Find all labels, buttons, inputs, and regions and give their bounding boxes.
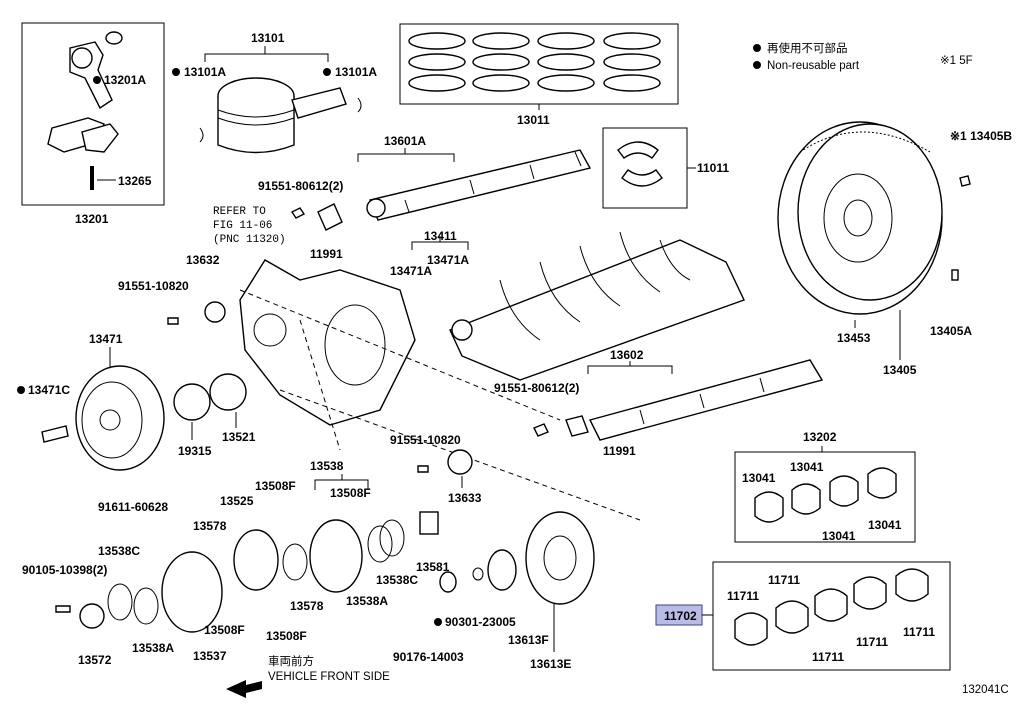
- balance-shaft-lower: 13602 91551-80612(2) 11991: [494, 348, 824, 458]
- label-11711-3: 11711: [812, 650, 844, 664]
- label-13508f-3: 13508F: [204, 623, 245, 637]
- label-90301-23005: 90301-23005: [445, 615, 516, 629]
- label-11991-b: 11991: [603, 444, 636, 458]
- refer-line1: REFER TO: [213, 206, 266, 218]
- label-13471c: 13471C: [28, 383, 70, 397]
- label-13411: 13411: [424, 229, 457, 243]
- label-91551-80612-b: 91551-80612(2): [494, 381, 579, 395]
- label-13405: 13405: [883, 363, 917, 377]
- piston-group: 13101 13101A 13101A: [172, 31, 377, 154]
- label-13471a-1: 13471A: [390, 264, 432, 278]
- label-13265: 13265: [118, 174, 152, 188]
- refer-line2: FIG 11-06: [213, 220, 272, 232]
- label-11702: 11702: [664, 609, 697, 623]
- bearing-set-13202: 13202 13041 13041 13041 13041: [734, 430, 916, 543]
- label-13405b: ※1 13405B: [950, 129, 1012, 143]
- label-13525: 13525: [220, 494, 254, 508]
- label-11011: 11011: [697, 161, 729, 175]
- legend-note: ※1 5F: [940, 55, 973, 67]
- label-90105-10398: 90105-10398(2): [22, 563, 107, 577]
- label-13601a: 13601A: [384, 134, 426, 148]
- label-13041-3: 13041: [822, 529, 856, 543]
- label-13578-1: 13578: [193, 519, 227, 533]
- label-13537: 13537: [193, 649, 227, 663]
- label-13578-2: 13578: [290, 599, 324, 613]
- legend: 再使用不可部品 Non-reusable part ※1 5F: [753, 41, 973, 72]
- label-91611-60628: 91611-60628: [98, 500, 168, 514]
- label-13202: 13202: [803, 430, 837, 444]
- label-11711-2: 11711: [768, 573, 800, 587]
- refer-line3: (PNC 11320): [213, 234, 286, 246]
- label-13538c-2: 13538C: [376, 573, 418, 587]
- label-13538c-1: 13538C: [98, 544, 140, 558]
- flywheel-group: ※1 13405B 13453 13405A 13405: [777, 121, 1012, 377]
- label-13538: 13538: [310, 459, 344, 473]
- label-13011: 13011: [517, 113, 550, 127]
- label-11711-5: 11711: [903, 625, 935, 639]
- thrust-washer-group: 11011: [602, 127, 729, 209]
- piston-rings-group: 13011: [399, 23, 679, 127]
- label-13538a-2: 13538A: [346, 594, 388, 608]
- crankshaft: 13411 13471A 13471A: [390, 229, 745, 381]
- label-13581: 13581: [416, 560, 450, 574]
- label-13508f-2: 13508F: [330, 486, 371, 500]
- label-13453: 13453: [837, 331, 871, 345]
- vehicle-front-indicator: 車両前方 VEHICLE FRONT SIDE: [226, 654, 390, 698]
- label-13405a: 13405A: [930, 324, 972, 338]
- label-13471: 13471: [89, 332, 123, 346]
- label-13101a-left: 13101A: [184, 65, 226, 79]
- timing-case: REFER TO FIG 11-06 (PNC 11320) 13632 915…: [118, 206, 641, 521]
- label-13101a-right: 13101A: [335, 65, 377, 79]
- label-11711-4: 11711: [856, 635, 888, 649]
- balance-shaft-upper: 13601A 91551-80612(2) 11991: [258, 134, 592, 261]
- label-91551-10820-b: 91551-10820: [390, 433, 461, 447]
- label-13508f-4: 13508F: [266, 629, 307, 643]
- label-13041-1: 13041: [742, 471, 776, 485]
- label-13041-4: 13041: [868, 518, 902, 532]
- label-13613e: 13613E: [530, 657, 571, 671]
- label-13101: 13101: [251, 31, 285, 45]
- legend-en: Non-reusable part: [767, 60, 860, 72]
- label-13521: 13521: [222, 430, 256, 444]
- diagram-code: 132041C: [962, 684, 1009, 696]
- label-13613f: 13613F: [508, 633, 549, 647]
- label-13633: 13633: [448, 491, 482, 505]
- label-13041-2: 13041: [790, 460, 824, 474]
- label-13632: 13632: [186, 253, 220, 267]
- legend-jp: 再使用不可部品: [767, 41, 848, 55]
- crank-pulley-group: 13471 13471C 19315 13521: [17, 332, 256, 471]
- label-13201: 13201: [75, 212, 109, 226]
- connecting-rod-group: 13201A 13265 13201: [21, 22, 165, 226]
- label-13201a: 13201A: [104, 73, 146, 87]
- label-13572: 13572: [78, 653, 112, 667]
- label-11711-1: 11711: [727, 589, 759, 603]
- label-91551-10820-a: 91551-10820: [118, 279, 189, 293]
- front-en: VEHICLE FRONT SIDE: [268, 671, 390, 683]
- label-13508f-1: 13508F: [255, 479, 296, 493]
- label-13602: 13602: [610, 348, 644, 362]
- timing-gear-assembly: 91551-10820 13633 13538 13508F 13508F 13…: [22, 433, 595, 671]
- highlighted-part-11702[interactable]: 11702: [655, 604, 703, 626]
- label-11991-a: 11991: [310, 247, 343, 261]
- front-arrow-icon: [226, 680, 262, 698]
- label-13471a-2: 13471A: [427, 253, 469, 267]
- front-jp: 車両前方: [268, 654, 314, 668]
- label-91551-80612-a: 91551-80612(2): [258, 179, 343, 193]
- label-13538a-1: 13538A: [132, 641, 174, 655]
- label-19315: 19315: [178, 444, 212, 458]
- bearing-set-11702: 11702 11711 11711 11711 11711 11711: [655, 561, 951, 671]
- label-90176-14003: 90176-14003: [393, 650, 464, 664]
